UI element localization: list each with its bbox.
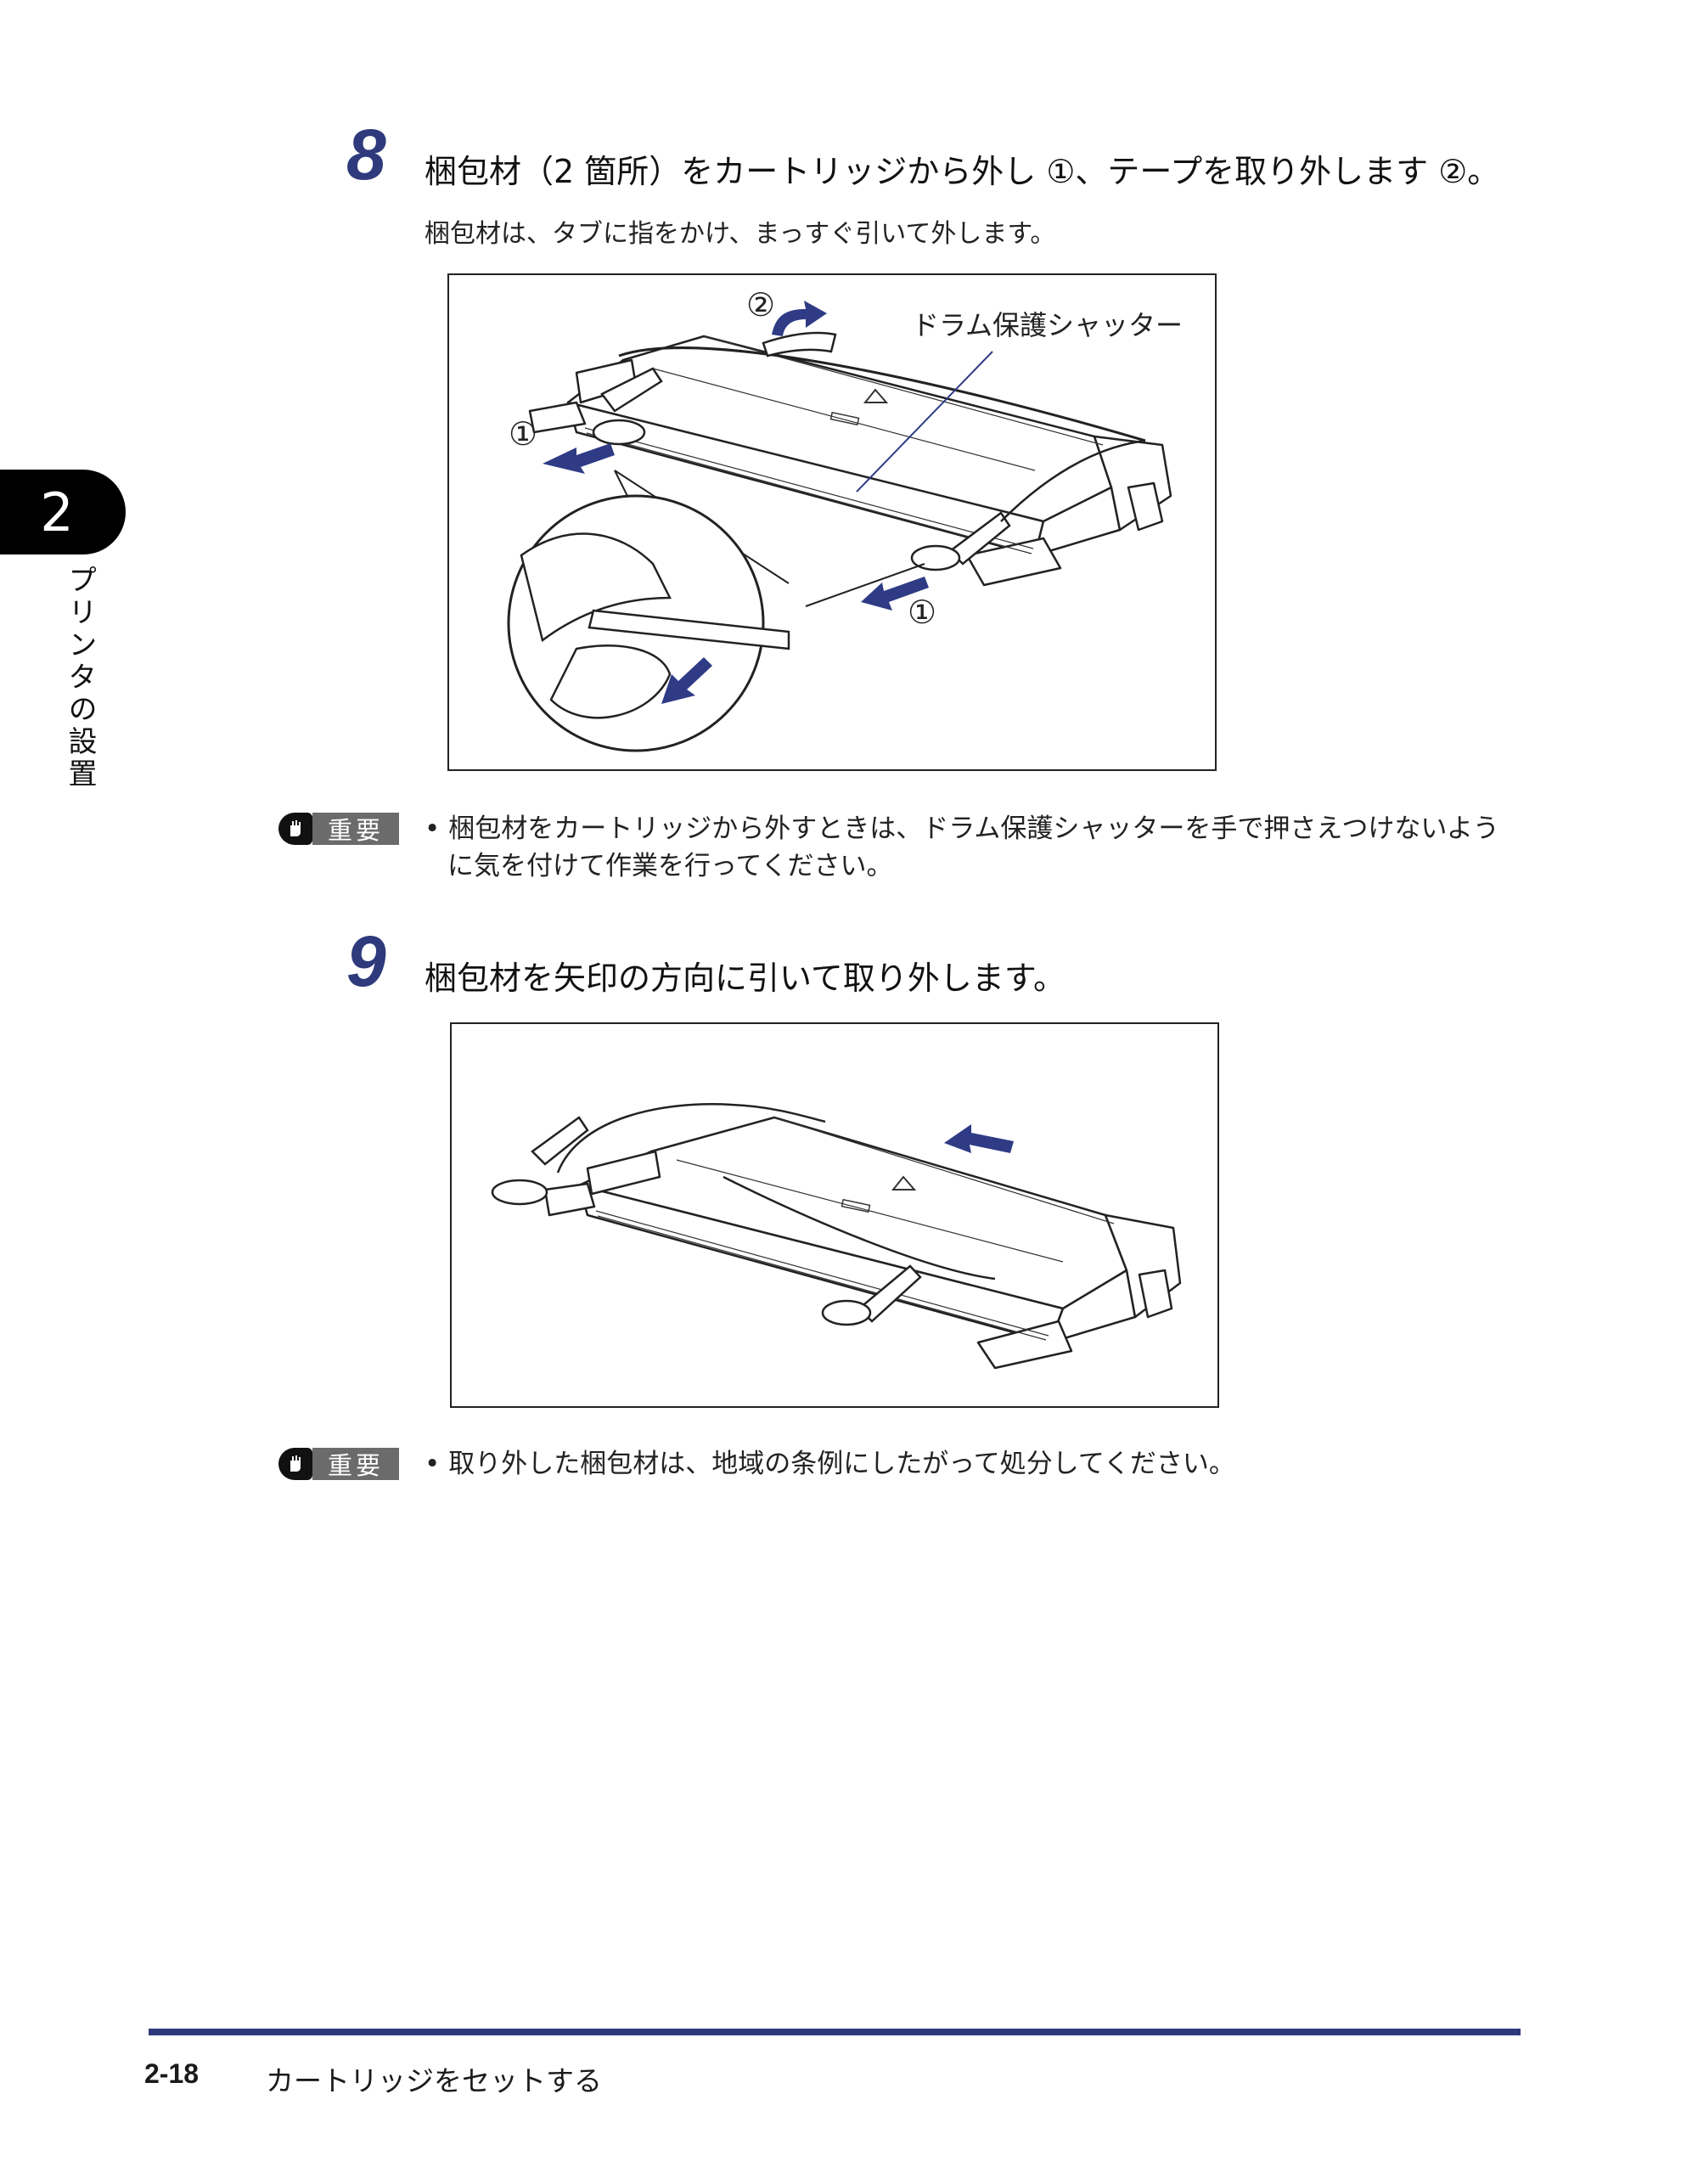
callout-1a: ① xyxy=(509,415,537,453)
chapter-title: プリンタの設置 xyxy=(63,565,97,791)
bullet: • xyxy=(424,1449,441,1479)
important-note-1: •梱包材をカートリッジから外すときは、ドラム保護シャッターを手で押さえつけないよ… xyxy=(424,810,1528,885)
figure-step-9 xyxy=(450,1022,1219,1408)
cartridge-illustration-1: ② ① ① ドラム保護シャッター xyxy=(507,286,1183,752)
label-drum-shutter: ドラム保護シャッター xyxy=(912,309,1183,341)
page-number: 2-18 xyxy=(144,2058,200,2089)
important-badge-1: 重要 xyxy=(278,813,400,845)
step-9-title: 梱包材を矢印の方向に引いて取り外します。 xyxy=(424,960,1066,997)
callout-2: ② xyxy=(746,286,775,324)
important-label: 重要 xyxy=(312,1448,400,1480)
important-label: 重要 xyxy=(312,813,400,845)
callout-1b: ① xyxy=(908,594,936,631)
note-1-line-2: に気を付けて作業を行ってください。 xyxy=(447,851,893,881)
step-8-number: 8 xyxy=(346,115,386,194)
chapter-tab: 2 xyxy=(0,470,126,554)
note-1-line-1: 梱包材をカートリッジから外すときは、ドラム保護シャッターを手で押さえつけないよう xyxy=(448,813,1499,844)
cartridge-illustration-2 xyxy=(491,1103,1182,1370)
important-badge-2: 重要 xyxy=(278,1448,400,1480)
step-8-subtitle: 梱包材は、タブに指をかけ、まっすぐ引いて外します。 xyxy=(424,219,1056,249)
step-9-number: 9 xyxy=(346,921,386,1001)
hand-icon xyxy=(278,1448,312,1480)
footer-title: カートリッジをセットする xyxy=(266,2064,602,2097)
bullet: • xyxy=(424,813,441,844)
footer-rule xyxy=(149,2029,1521,2035)
chapter-number: 2 xyxy=(40,481,74,543)
hand-icon xyxy=(278,813,312,845)
figure-step-8: ② ① ① ドラム保護シャッター xyxy=(447,273,1217,771)
note-2-line-1: 取り外した梱包材は、地域の条例にしたがって処分してください。 xyxy=(448,1449,1235,1479)
step-8-title: 梱包材（2 箇所）をカートリッジから外し ①、テープを取り外します ②。 xyxy=(424,153,1500,190)
important-note-2: •取り外した梱包材は、地域の条例にしたがって処分してください。 xyxy=(424,1445,1235,1483)
